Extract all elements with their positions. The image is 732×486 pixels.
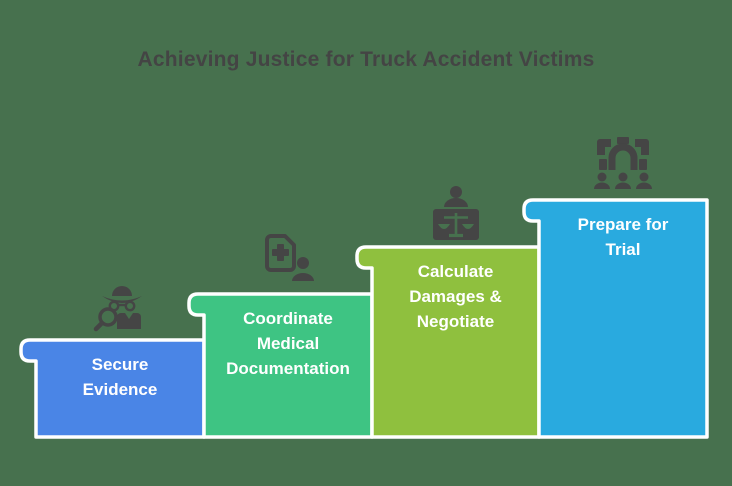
- step-box-prepare-trial: [522, 198, 709, 439]
- step-label-prepare-trial: Prepare for Trial: [577, 215, 669, 259]
- step-box-secure-evidence: [19, 338, 206, 439]
- step-label-secure-evidence: Secure Evidence: [82, 355, 158, 399]
- step-label-calculate-damages: Calculate Damages & Negotiate: [409, 262, 502, 331]
- page-title: Achieving Justice for Truck Accident Vic…: [137, 48, 595, 71]
- step-box-coordinate-medical: [187, 292, 374, 439]
- step-shapes: [19, 198, 709, 439]
- courtroom-people-icon: [594, 137, 652, 189]
- step-icons: [93, 137, 652, 332]
- step-box-calculate-damages: [355, 245, 541, 439]
- step-label-coordinate-medical: Coordinate Medical Documentation: [226, 309, 350, 378]
- medical-document-person-icon: [265, 234, 314, 281]
- detective-magnifier-icon: [93, 286, 142, 332]
- scales-person-icon: [433, 186, 479, 240]
